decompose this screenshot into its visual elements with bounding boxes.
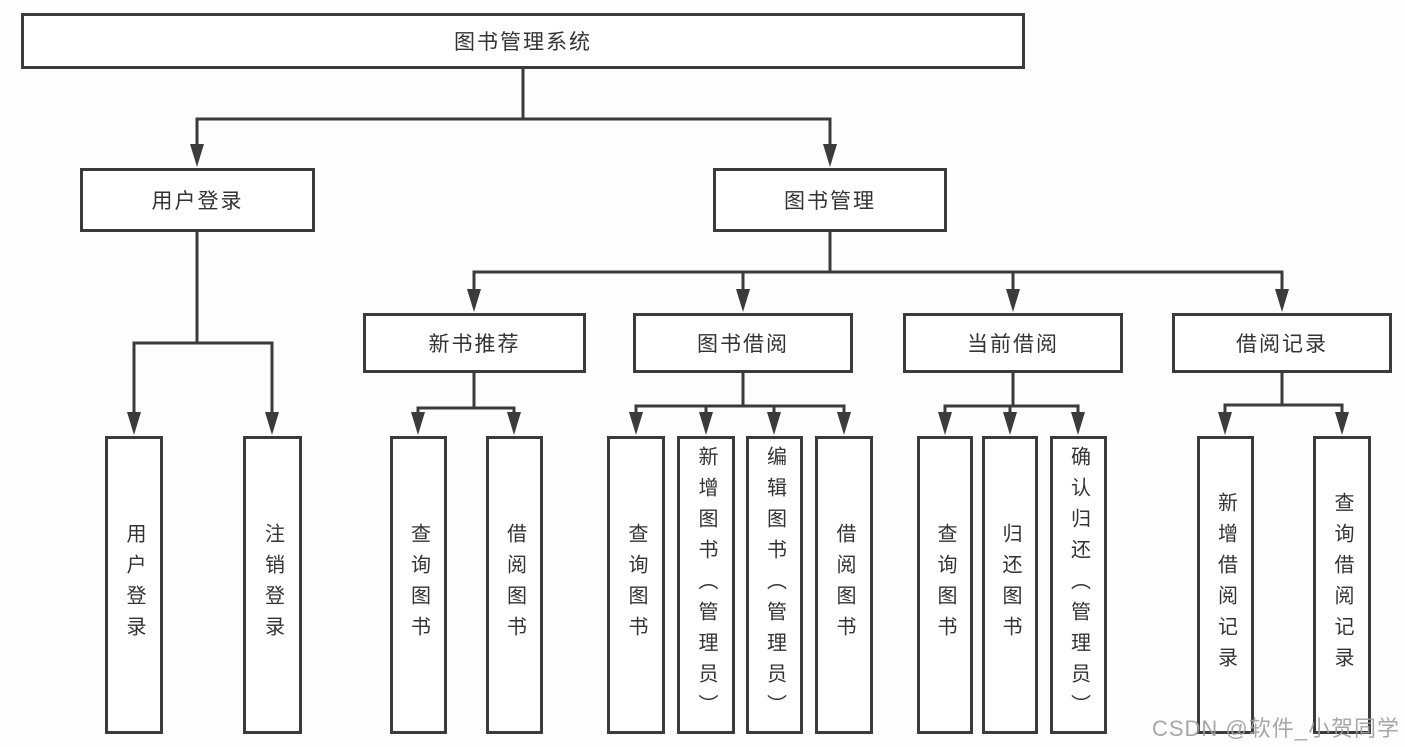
node-borrowing-records: 借阅记录 bbox=[1172, 313, 1392, 373]
csdn-watermark: CSDN @软件_小贺同学 bbox=[1151, 716, 1400, 741]
node-user-login: 用户登录 bbox=[80, 168, 315, 232]
leaf-user-login: 用户登录 bbox=[105, 436, 163, 734]
leaf-query-books-borrow: 查询图书 bbox=[607, 436, 665, 734]
leaf-user-login-label: 用户登录 bbox=[123, 523, 145, 647]
node-book-borrowing: 图书借阅 bbox=[633, 313, 853, 373]
leaf-borrow-books-2: 借阅图书 bbox=[815, 436, 873, 734]
leaf-add-borrow-record-label: 新增借阅记录 bbox=[1214, 492, 1237, 678]
leaf-query-books-recommend-label: 查询图书 bbox=[407, 523, 430, 647]
node-user-login-label: 用户登录 bbox=[151, 190, 244, 213]
node-root-label: 图书管理系统 bbox=[454, 31, 592, 54]
leaf-query-books-current: 查询图书 bbox=[917, 436, 973, 734]
node-new-book-recommendation-label: 新书推荐 bbox=[428, 333, 521, 356]
leaf-query-borrow-record-label: 查询借阅记录 bbox=[1331, 492, 1353, 678]
leaf-query-books-recommend: 查询图书 bbox=[390, 436, 447, 734]
leaf-return-books: 归还图书 bbox=[982, 436, 1038, 734]
node-root: 图书管理系统 bbox=[21, 13, 1025, 69]
leaf-edit-book-admin: 编辑图书（管理员） bbox=[746, 436, 803, 734]
leaf-add-borrow-record: 新增借阅记录 bbox=[1197, 436, 1254, 734]
node-book-management-label: 图书管理 bbox=[784, 190, 876, 213]
leaf-query-books-borrow-label: 查询图书 bbox=[625, 523, 647, 647]
leaf-add-book-admin: 新增图书（管理员） bbox=[677, 436, 735, 734]
node-book-borrowing-label: 图书借阅 bbox=[697, 333, 789, 356]
leaf-logout: 注销登录 bbox=[243, 436, 302, 734]
leaf-query-books-current-label: 查询图书 bbox=[934, 523, 956, 647]
leaf-borrow-books-recommend-label: 借阅图书 bbox=[503, 523, 526, 647]
leaf-confirm-return-admin-label: 确认归还（管理员） bbox=[1067, 445, 1090, 725]
leaf-return-books-label: 归还图书 bbox=[999, 523, 1021, 647]
node-current-borrowing-label: 当前借阅 bbox=[967, 333, 1059, 356]
leaf-borrow-books-recommend: 借阅图书 bbox=[486, 436, 543, 734]
arrowheads bbox=[127, 144, 1349, 435]
node-new-book-recommendation: 新书推荐 bbox=[363, 313, 586, 373]
node-current-borrowing: 当前借阅 bbox=[903, 313, 1123, 373]
leaf-add-book-admin-label: 新增图书（管理员） bbox=[695, 445, 717, 725]
leaf-confirm-return-admin: 确认归还（管理员） bbox=[1050, 436, 1107, 734]
node-book-management: 图书管理 bbox=[713, 168, 947, 232]
leaf-borrow-books-2-label: 借阅图书 bbox=[833, 523, 855, 647]
node-borrowing-records-label: 借阅记录 bbox=[1236, 333, 1328, 356]
leaf-edit-book-admin-label: 编辑图书（管理员） bbox=[763, 445, 786, 725]
leaf-query-borrow-record: 查询借阅记录 bbox=[1313, 436, 1371, 734]
leaf-logout-label: 注销登录 bbox=[261, 523, 284, 647]
